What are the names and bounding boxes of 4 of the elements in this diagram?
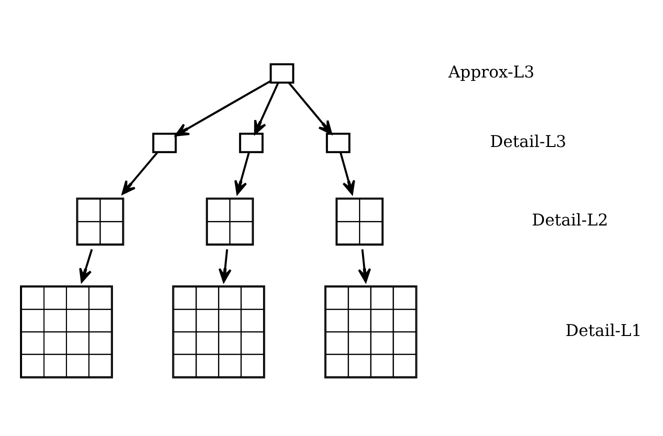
- label: Detail-L2: [532, 210, 608, 229]
- label: Detail-L3: [490, 131, 566, 150]
- label: Detail-L1: [566, 320, 642, 340]
- label: Approx-L3: [448, 62, 534, 81]
